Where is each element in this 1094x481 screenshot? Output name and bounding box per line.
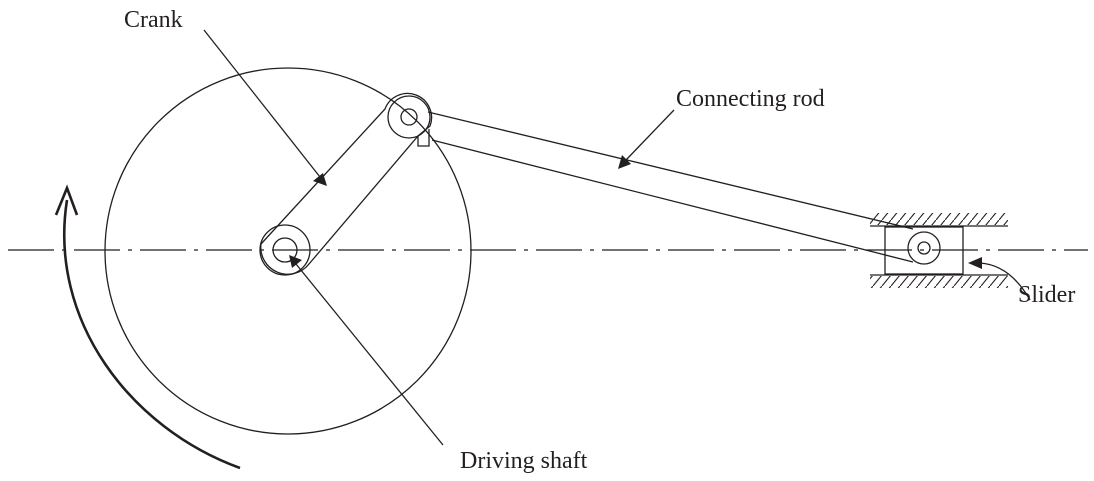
rotation-arrow	[62, 199, 241, 470]
shaft-leader	[295, 263, 444, 446]
crank-arm	[260, 92, 433, 275]
shaft-hub	[259, 224, 311, 276]
crank-label: Crank	[124, 7, 183, 33]
crank-pin-step	[417, 129, 430, 147]
rod-leader-arrowhead	[618, 155, 631, 169]
wrist-pin-boss	[907, 231, 941, 265]
rotation-arrowhead	[54, 184, 79, 216]
slider-leader-arrowhead	[968, 257, 982, 269]
lower-guide-hatch	[870, 276, 1008, 288]
upper-guide-hatch	[870, 213, 1008, 225]
slider-leader	[979, 262, 1031, 301]
driving-shaft-label: Driving shaft	[460, 448, 588, 474]
crank-leader	[203, 29, 321, 178]
driving-shaft	[272, 237, 298, 263]
flywheel-disc	[104, 67, 472, 435]
crank-pin	[400, 108, 418, 126]
wrist-pin	[917, 241, 931, 255]
slider-block	[884, 226, 964, 275]
connecting-rod	[427, 111, 914, 263]
connecting-rod-label: Connecting rod	[676, 86, 825, 112]
slider-label: Slider	[1018, 282, 1075, 308]
crank-leader-arrowhead	[313, 173, 327, 186]
rod-leader	[625, 109, 675, 161]
shaft-leader-arrowhead	[289, 255, 302, 268]
crank-pin-boss	[387, 95, 431, 139]
